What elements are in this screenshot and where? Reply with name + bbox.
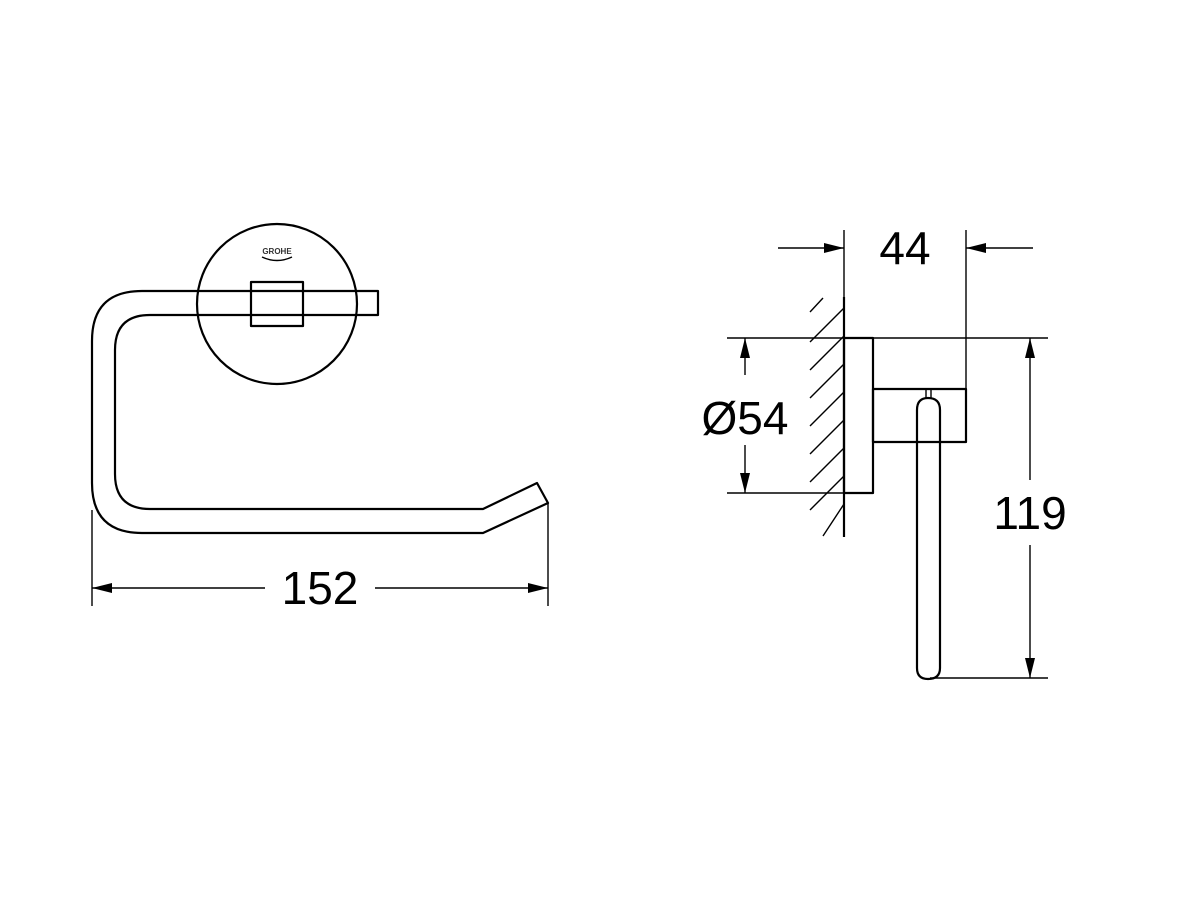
width-dimension: 152 <box>91 503 549 614</box>
depth-dimension-label: 44 <box>879 222 930 274</box>
wall-hatch <box>809 297 846 537</box>
mount-block <box>249 280 305 328</box>
svg-text:GROHE: GROHE <box>262 247 292 256</box>
front-view: GROHE 152 <box>90 222 550 614</box>
rosette <box>195 222 359 386</box>
roll-bar-side <box>915 389 942 681</box>
diameter-dimension-label: Ø54 <box>702 392 789 444</box>
holder-arm <box>90 289 550 535</box>
side-view: 44 Ø54 119 <box>702 222 1067 681</box>
depth-dimension: 44 <box>778 222 1033 389</box>
height-dimension: 119 <box>930 338 1067 679</box>
rosette-side <box>842 336 875 495</box>
width-dimension-label: 152 <box>282 562 359 614</box>
grohe-logo: GROHE <box>261 247 292 262</box>
height-dimension-label: 119 <box>993 487 1066 539</box>
arm-side <box>871 387 968 444</box>
diameter-dimension: Ø54 <box>702 337 1048 494</box>
